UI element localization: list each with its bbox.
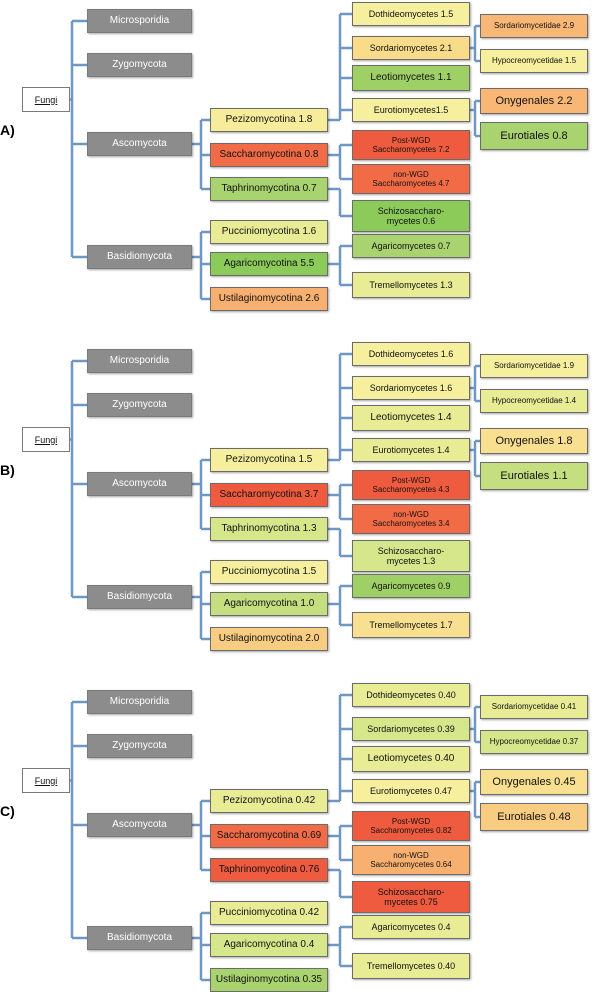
node-post-wgd: Post-WGD Saccharomycetes 7.2 [352,130,470,160]
node-zygomycota: Zygomycota [87,734,192,758]
node-agaricomycetes: Agaricomycetes 0.9 [352,574,470,598]
node-fungi: Fungi [22,427,70,452]
node-leotiomycetes: Leotiomycetes 0.40 [352,746,470,772]
node-basidiomycota: Basidiomycota [87,245,192,269]
node-non-wgd: non-WGD Saccharomycetes 4.7 [352,164,470,194]
node-eurotiomycetes: Eurotiomycetes 0.47 [352,779,470,803]
node-fungi: Fungi [22,87,70,112]
node-basidiomycota: Basidiomycota [87,585,192,609]
node-saccharomycotina: Saccharomycotina 0.69 [210,824,328,848]
node-eurotiomycetes: Eurotiomycetes 1.4 [352,438,470,462]
node-taphrinomycotina: Taphrinomycotina 0.7 [210,177,328,201]
node-dothideomycetes: Dothideomycetes 1.6 [352,342,470,366]
node-onygenales: Onygenales 2.2 [480,88,588,114]
node-eurotiomycetes: Eurotiomycetes1.5 [352,98,470,122]
node-schizosaccharomycetes: Schizosaccharo- mycetes 1.3 [352,540,470,572]
node-hypocreomycetidae: Hypocreomycetidae 1.4 [480,389,588,413]
node-onygenales: Onygenales 0.45 [480,769,588,795]
node-dothideomycetes: Dothideomycetes 1.5 [352,2,470,26]
node-agaricomycotina: Agaricomycotina 1.0 [210,592,328,616]
node-leotiomycetes: Leotiomycetes 1.1 [352,65,470,91]
node-post-wgd: Post-WGD Saccharomycetes 4.3 [352,470,470,500]
node-leotiomycetes: Leotiomycetes 1.4 [352,405,470,431]
node-saccharomycotina: Saccharomycotina 3.7 [210,483,328,507]
node-eurotiales: Eurotiales 0.8 [480,122,588,150]
node-hypocreomycetidae: Hypocreomycetidae 0.37 [480,730,588,754]
node-taphrinomycotina: Taphrinomycotina 0.76 [210,858,328,882]
node-sordariomycetes: Sordariomycetes 0.39 [352,717,470,741]
node-sordariomycetes: Sordariomycetes 2.1 [352,36,470,60]
node-sordariomycetidae: Sordariomycetidae 0.41 [480,695,588,719]
node-sordariomycetidae: Sordariomycetidae 2.9 [480,14,588,38]
node-tremellomycetes: Tremellomycetes 1.7 [352,612,470,638]
node-zygomycota: Zygomycota [87,53,192,77]
node-ascomycota: Ascomycota [87,472,192,496]
node-microsporidia: Microsporidia [87,9,192,33]
node-fungi: Fungi [22,768,70,793]
node-agaricomycetes: Agaricomycetes 0.7 [352,234,470,258]
node-saccharomycotina: Saccharomycotina 0.8 [210,143,328,167]
panel-label: A) [0,122,15,138]
node-agaricomycotina: Agaricomycotina 0.4 [210,933,328,957]
node-pucciniomycotina: Pucciniomycotina 0.42 [210,901,328,925]
node-onygenales: Onygenales 1.8 [480,428,588,454]
node-basidiomycota: Basidiomycota [87,926,192,950]
node-pezizomycotina: Pezizomycotina 0.42 [210,789,328,813]
node-schizosaccharomycetes: Schizosaccharo- mycetes 0.6 [352,200,470,232]
node-microsporidia: Microsporidia [87,349,192,373]
node-pucciniomycotina: Pucciniomycotina 1.6 [210,220,328,244]
node-post-wgd: Post-WGD Saccharomycetes 0.82 [352,811,470,841]
node-zygomycota: Zygomycota [87,393,192,417]
node-eurotiales: Eurotiales 0.48 [480,803,588,831]
node-taphrinomycotina: Taphrinomycotina 1.3 [210,517,328,541]
node-ustilaginomycotina: Ustilaginomycotina 2.6 [210,287,328,311]
node-non-wgd: non-WGD Saccharomycetes 0.64 [352,845,470,875]
node-agaricomycotina: Agaricomycotina 5.5 [210,252,328,276]
node-pezizomycotina: Pezizomycotina 1.8 [210,108,328,132]
node-sordariomycetes: Sordariomycetes 1.6 [352,376,470,400]
node-tremellomycetes: Tremellomycetes 1.3 [352,272,470,298]
node-ascomycota: Ascomycota [87,132,192,156]
panel-label: C) [0,803,15,819]
node-agaricomycetes: Agaricomycetes 0.4 [352,915,470,939]
node-dothideomycetes: Dothideomycetes 0.40 [352,683,470,707]
node-sordariomycetidae: Sordariomycetidae 1.9 [480,354,588,378]
node-hypocreomycetidae: Hypocreomycetidae 1.5 [480,49,588,73]
node-tremellomycetes: Tremellomycetes 0.40 [352,953,470,979]
node-ascomycota: Ascomycota [87,813,192,837]
node-ustilaginomycotina: Ustilaginomycotina 0.35 [210,968,328,992]
node-pucciniomycotina: Pucciniomycotina 1.5 [210,560,328,584]
node-microsporidia: Microsporidia [87,690,192,714]
node-schizosaccharomycetes: Schizosaccharo- mycetes 0.75 [352,881,470,913]
panel-label: B) [0,462,15,478]
node-ustilaginomycotina: Ustilaginomycotina 2.0 [210,627,328,651]
node-eurotiales: Eurotiales 1.1 [480,462,588,490]
node-non-wgd: non-WGD Saccharomycetes 3.4 [352,504,470,534]
node-pezizomycotina: Pezizomycotina 1.5 [210,448,328,472]
